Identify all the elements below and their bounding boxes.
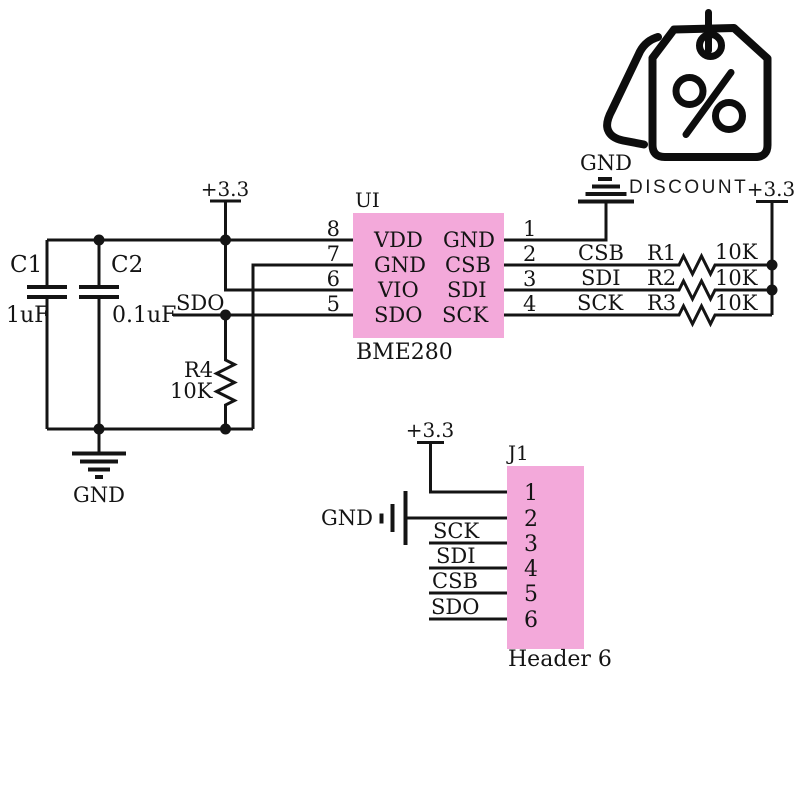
- percent-slash: [682, 69, 735, 138]
- ic-pin-number-1: 1: [523, 217, 536, 241]
- j1-pin-number-2: 2: [524, 507, 538, 532]
- j1-net-label-sdo: SDO: [431, 595, 479, 619]
- junction-dot: [766, 284, 778, 296]
- junction-dot: [93, 423, 105, 435]
- ground-label-left: GND: [73, 483, 125, 507]
- ic-pin-name-gnd-left: GND: [374, 253, 426, 277]
- resistor-r1-value: 10K: [715, 240, 758, 264]
- resistor-r3-value: 10K: [715, 291, 758, 315]
- j1-pin-number-5: 5: [524, 582, 538, 607]
- resistor-r4-symbol: [213, 315, 238, 429]
- junction-dot: [766, 259, 778, 271]
- percent-circle-top: [672, 74, 707, 108]
- wire-ic-gnd: [251, 263, 353, 429]
- capacitor-c2-value: 0.1uF: [112, 303, 176, 328]
- header-refdes: J1: [506, 441, 529, 465]
- capacitor-c2-refdes: C2: [111, 252, 143, 278]
- capacitor-c1-plates: [27, 285, 67, 299]
- ic-pin-numbers: 8 7 6 5 1 2 3 4: [327, 217, 537, 316]
- ic-pin-number-5: 5: [327, 292, 340, 316]
- wire-csb-r1: [504, 252, 772, 278]
- resistor-r3-refdes: R3: [647, 291, 676, 315]
- power-33-j1-label: +3.3: [406, 418, 455, 442]
- j1-net-label-sck: SCK: [433, 519, 479, 543]
- wire-sdi-r2: [504, 277, 772, 303]
- capacitor-c2-plates: [79, 285, 119, 299]
- power-33-right-symbol: [756, 200, 788, 315]
- header-j1-body: [507, 466, 584, 649]
- symbol-layer: [27, 177, 634, 545]
- wire-vio-feed: [224, 240, 353, 292]
- net-label-sdo: SDO: [176, 291, 224, 315]
- capacitor-c1-refdes: C1: [10, 252, 42, 278]
- resistor-r2-refdes: R2: [647, 266, 676, 290]
- net-label-sck: SCK: [577, 291, 623, 315]
- ground-symbol-left: [72, 451, 126, 479]
- ic-pin-name-vio: VIO: [377, 278, 419, 302]
- wire-pin1-gnd: [504, 202, 608, 242]
- wire-j1-v33: [417, 441, 507, 494]
- ic-pin-number-6: 6: [327, 267, 340, 291]
- ic-pin-names: VDD GND VIO SDO GND CSB SDI SCK: [373, 228, 495, 327]
- resistor-r4-refdes: R4: [184, 358, 213, 382]
- ic-pin-name-sdo: SDO: [374, 303, 422, 327]
- ic-pin-number-8: 8: [327, 217, 340, 241]
- j1-pin-number-6: 6: [524, 608, 538, 633]
- ic-pin-name-sdi: SDI: [447, 278, 487, 302]
- header-part: Header 6: [508, 647, 612, 672]
- ic-bme280-body: [353, 213, 504, 338]
- capacitor-c1-value: 1uF: [6, 303, 49, 328]
- junction-dot: [220, 423, 231, 435]
- ground-symbol-j1: [379, 491, 408, 545]
- j1-net-label-sdi: SDI: [436, 544, 476, 568]
- j1-pin-number-4: 4: [524, 557, 538, 582]
- net-label-sdi: SDI: [581, 266, 621, 290]
- ic-pin-name-sck: SCK: [442, 303, 488, 327]
- ic-refdes: UI: [355, 188, 380, 212]
- wire-j1-signals: [429, 541, 507, 621]
- junction-dots: [93, 234, 778, 435]
- discount-tag-percent-icon: [603, 9, 772, 161]
- j1-pin-numbers: 1 2 3 4 5 6: [524, 481, 538, 633]
- net-label-csb: CSB: [578, 241, 624, 265]
- j1-pin-number-3: 3: [524, 532, 538, 557]
- ground-label-top: GND: [580, 151, 632, 175]
- j1-signal-labels: SCK SDI CSB SDO: [431, 519, 479, 619]
- junction-dot: [220, 309, 231, 321]
- percent-circle-bottom: [712, 99, 746, 133]
- resistor-r2-value: 10K: [715, 266, 758, 290]
- power-33-left-symbol: [210, 199, 241, 240]
- ic-pin-number-4: 4: [523, 292, 536, 316]
- junction-dot: [93, 234, 105, 246]
- j1-net-label-csb: CSB: [432, 569, 478, 593]
- ic-pin-name-vdd: VDD: [373, 228, 423, 252]
- junction-dot: [220, 234, 231, 246]
- resistor-r4-value: 10K: [170, 379, 213, 403]
- ic-pin-number-7: 7: [327, 242, 340, 266]
- power-33-right-label: +3.3: [747, 177, 796, 201]
- ic-pin-name-csb: CSB: [445, 253, 491, 277]
- power-33-left-label: +3.3: [201, 177, 250, 201]
- ground-symbol-top: [578, 177, 634, 204]
- ic-pin-name-gnd-right: GND: [443, 228, 495, 252]
- ic-part-number: BME280: [356, 340, 453, 365]
- ic-pin-number-3: 3: [523, 267, 536, 291]
- resistor-r1-refdes: R1: [647, 241, 676, 265]
- discount-label: DISCOUNT: [629, 177, 748, 198]
- ic-pin-number-2: 2: [523, 242, 536, 266]
- wire-sck-r3: [504, 302, 772, 328]
- wire-layer: [45, 199, 788, 621]
- ground-label-j1: GND: [321, 506, 373, 530]
- j1-pin-number-1: 1: [524, 481, 538, 506]
- back-tag-outline: [603, 33, 662, 149]
